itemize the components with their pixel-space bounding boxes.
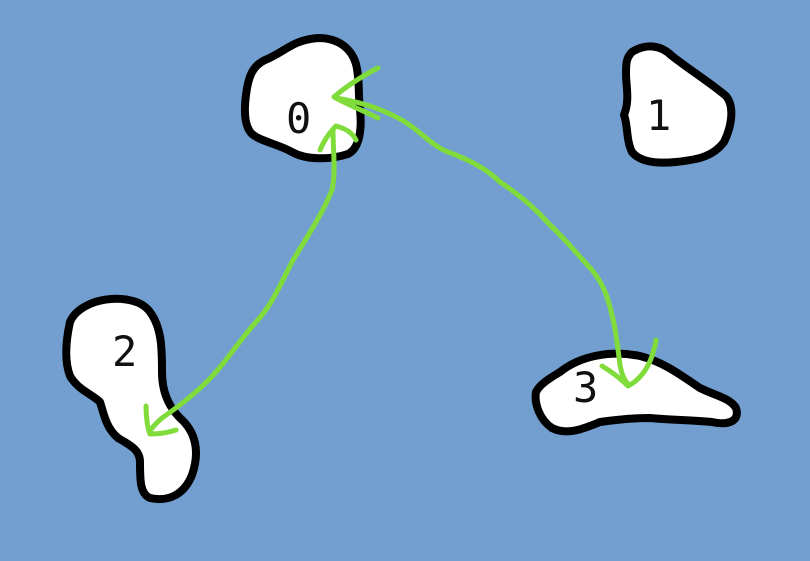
island-3: 3 (531, 349, 741, 436)
route-0-2 (143, 123, 359, 437)
route-0-2-arrowhead-at-0 (317, 123, 359, 153)
island-2-shape (62, 294, 200, 503)
island-1-label: 1 (646, 91, 671, 140)
route-0-2-line (147, 127, 337, 435)
route-0-3-line (333, 95, 631, 387)
island-1: 1 (620, 42, 736, 167)
island-0-label: 0 (286, 94, 311, 143)
island-2-label: 2 (112, 327, 137, 376)
island-3-label: 3 (573, 363, 598, 412)
island-3-shape (531, 349, 741, 436)
route-0-3-arrowhead-at-0 (331, 65, 381, 121)
route-0-3 (331, 65, 659, 389)
route-0-2-arrowhead-at-2 (143, 403, 179, 437)
route-0-3-arrowhead-at-3 (599, 337, 659, 389)
island-2: 2 (62, 294, 200, 503)
island-1-shape (620, 42, 736, 167)
